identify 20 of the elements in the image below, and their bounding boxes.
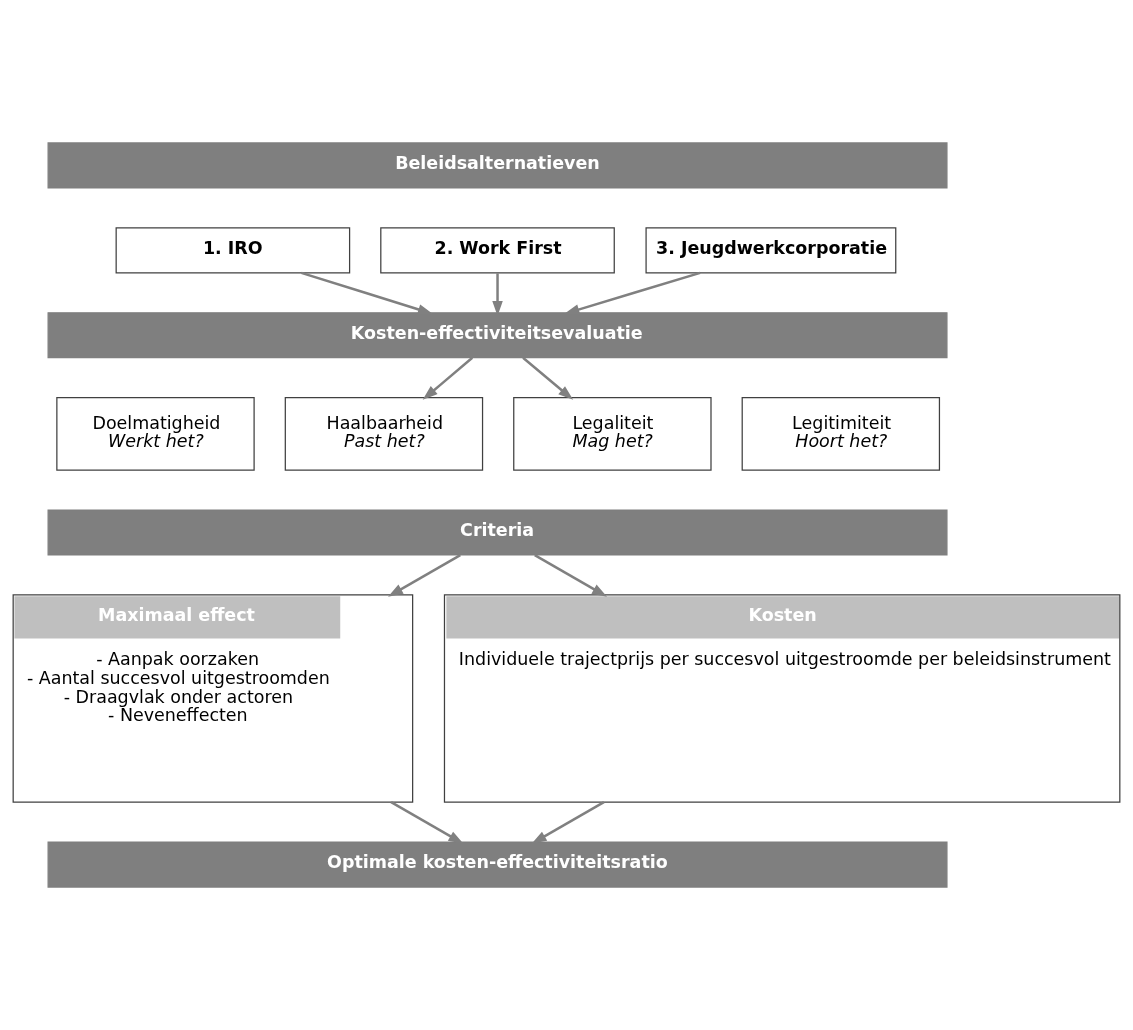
arrow xyxy=(388,554,461,597)
arrow xyxy=(534,554,608,597)
node-box: 1. IRO xyxy=(115,227,351,274)
arrow xyxy=(492,273,503,316)
node-box: Kosten-effectiviteitsevaluatie xyxy=(47,312,948,359)
arrow xyxy=(390,801,464,844)
node-box: Legitimiteit Hoort het? xyxy=(741,397,941,471)
node-box: Criteria xyxy=(47,509,948,556)
node-box: Haalbaarheid Past het? xyxy=(284,397,484,471)
arrow xyxy=(531,801,605,844)
node-box: Optimale kosten-effectiviteitsratio xyxy=(47,841,948,888)
arrow xyxy=(522,356,574,400)
node-box: 2. Work First xyxy=(380,227,615,274)
arrow xyxy=(301,271,433,315)
node-box: Beleidsalternatieven xyxy=(47,142,948,189)
node-box: Legaliteit Mag het? xyxy=(513,397,712,471)
arrow xyxy=(422,356,474,400)
node-box: Doelmatigheid Werkt het? xyxy=(56,397,255,471)
arrow xyxy=(564,271,701,315)
node-box: 3. Jeugdwerkcorporatie xyxy=(645,227,897,274)
